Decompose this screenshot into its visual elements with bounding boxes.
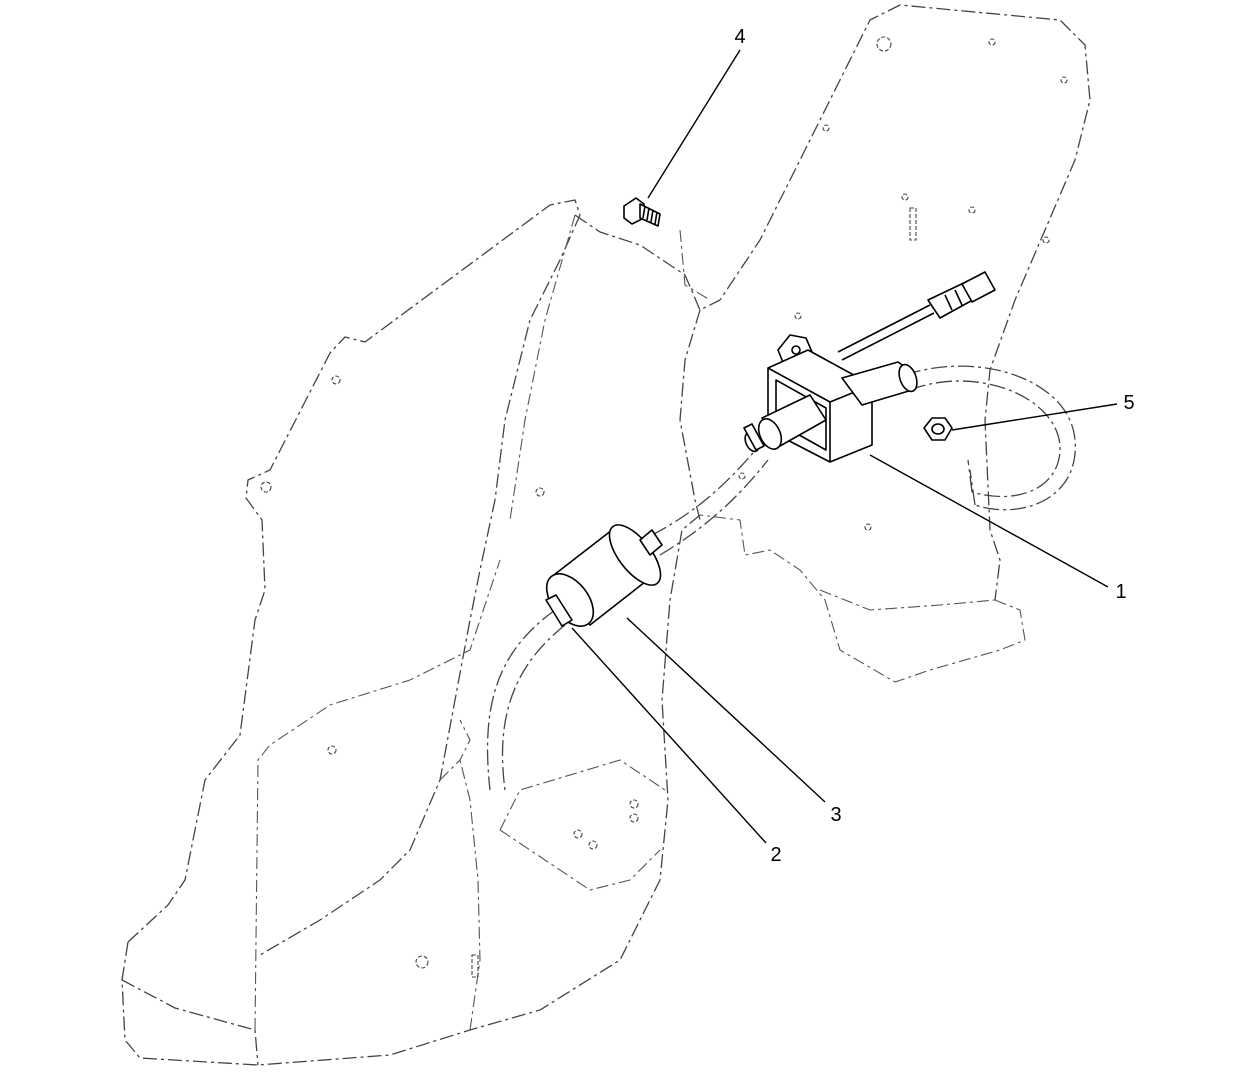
leader-1 bbox=[869, 454, 1109, 588]
callout-4: 4 bbox=[734, 26, 746, 48]
part-1-fuel-pump bbox=[744, 271, 996, 463]
left-frame-panel bbox=[121, 199, 701, 1066]
fuel-hose bbox=[486, 365, 1076, 791]
callout-2: 2 bbox=[770, 844, 782, 866]
callout-5: 5 bbox=[1123, 392, 1135, 414]
callout-1: 1 bbox=[1115, 581, 1127, 603]
leader-5 bbox=[951, 403, 1118, 431]
callout-3: 3 bbox=[830, 804, 842, 826]
part-2-hose-clamp bbox=[545, 423, 765, 627]
leader-3 bbox=[626, 617, 826, 803]
leader-4 bbox=[647, 49, 741, 199]
leader-2 bbox=[571, 627, 767, 844]
part-4-screw bbox=[623, 197, 661, 227]
part-5-nut bbox=[923, 417, 953, 441]
right-frame-plate bbox=[574, 4, 1091, 683]
part-3-fuel-filter bbox=[545, 524, 663, 627]
leader-lines bbox=[571, 49, 1118, 844]
